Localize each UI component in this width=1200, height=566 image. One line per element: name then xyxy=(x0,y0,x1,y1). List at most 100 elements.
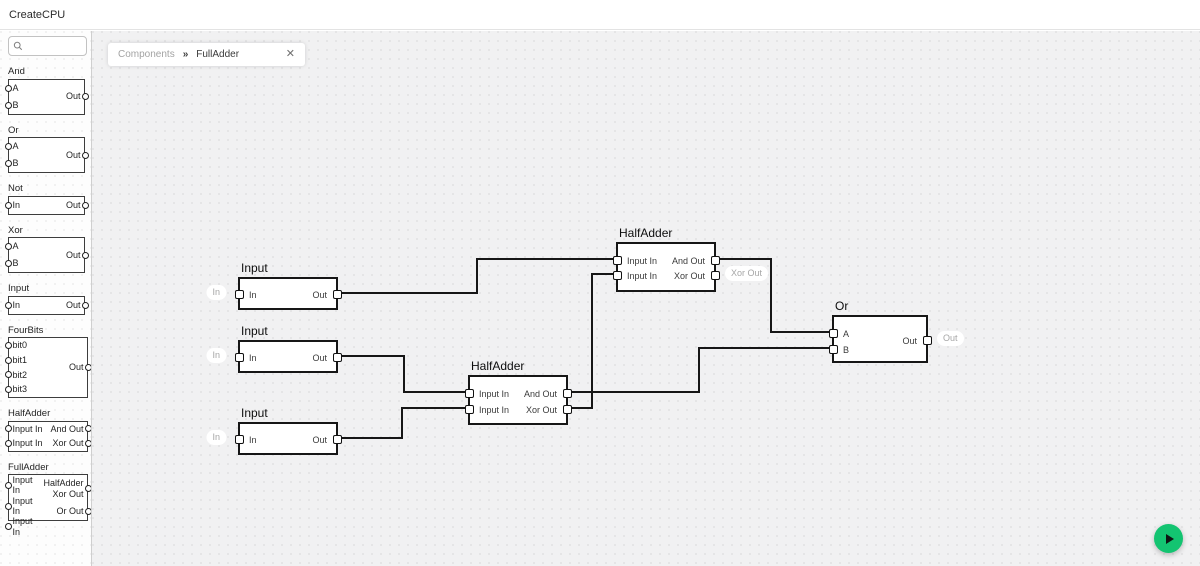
port-label: A xyxy=(843,328,850,339)
input-port[interactable] xyxy=(4,143,12,150)
output-port[interactable] xyxy=(562,389,572,398)
tab-title: FullAdder xyxy=(196,49,240,60)
output-port[interactable] xyxy=(710,271,720,280)
app-title: CreateCPU xyxy=(9,9,66,21)
port-label: bit0 xyxy=(12,340,28,351)
output-port[interactable] xyxy=(84,364,91,371)
port-label: B xyxy=(12,99,19,110)
wire[interactable] xyxy=(338,355,468,393)
input-port[interactable] xyxy=(612,271,622,280)
port-label: Input In xyxy=(12,516,33,537)
input-port[interactable] xyxy=(4,523,12,531)
output-port[interactable] xyxy=(332,290,342,299)
chevron-right-icon: » xyxy=(182,49,189,60)
port-label: Input In xyxy=(627,255,658,266)
search-input[interactable] xyxy=(23,39,82,53)
output-port[interactable] xyxy=(81,201,89,209)
input-port[interactable] xyxy=(4,356,12,364)
port-label: A xyxy=(12,241,19,252)
external-pin-label: In xyxy=(206,348,226,363)
wire[interactable] xyxy=(568,273,616,409)
breadcrumb-components[interactable]: Components xyxy=(118,49,175,60)
port-label: Out xyxy=(902,335,917,346)
output-port[interactable] xyxy=(332,435,342,444)
input-port[interactable] xyxy=(234,435,244,444)
input-port[interactable] xyxy=(464,405,474,414)
input-port[interactable] xyxy=(4,481,12,489)
output-port[interactable] xyxy=(562,405,572,414)
input-port[interactable] xyxy=(828,329,838,338)
input-port[interactable] xyxy=(4,301,12,309)
palette-item-title: FourBits xyxy=(8,324,44,336)
port-label: Out xyxy=(65,91,81,102)
palette-item-title: Xor xyxy=(8,224,23,236)
input-port[interactable] xyxy=(4,371,12,379)
input-port[interactable] xyxy=(828,345,838,354)
port-label: bit2 xyxy=(12,369,28,380)
search-box[interactable] xyxy=(8,36,87,56)
tab-close-icon[interactable]: ✕ xyxy=(285,48,295,60)
port-label: Input In xyxy=(12,475,33,496)
input-port[interactable] xyxy=(4,386,12,394)
port-label: A xyxy=(12,82,19,93)
port-label: bit1 xyxy=(12,354,28,365)
palette-item-title: FullAdder xyxy=(8,461,49,473)
port-label: And Out xyxy=(523,388,557,399)
output-port[interactable] xyxy=(922,336,932,345)
port-label: Xor Out xyxy=(525,404,557,415)
output-port[interactable] xyxy=(81,301,89,309)
input-port[interactable] xyxy=(4,201,12,209)
input-port[interactable] xyxy=(4,341,12,349)
tab-fulladder[interactable]: Components » FullAdder ✕ xyxy=(108,43,305,66)
output-port[interactable] xyxy=(84,507,91,515)
output-port[interactable] xyxy=(84,439,91,447)
port-label: Input In xyxy=(479,404,510,415)
node-title: Or xyxy=(835,299,849,313)
wire[interactable] xyxy=(568,347,832,393)
input-port[interactable] xyxy=(4,425,12,433)
node-title: HalfAdder xyxy=(619,226,673,240)
input-port[interactable] xyxy=(4,502,12,510)
output-port[interactable] xyxy=(81,93,89,100)
port-label: B xyxy=(12,158,19,169)
input-port[interactable] xyxy=(234,290,244,299)
port-label: Out xyxy=(65,199,81,210)
input-port[interactable] xyxy=(4,101,12,109)
input-port[interactable] xyxy=(4,439,12,447)
input-port[interactable] xyxy=(4,243,12,250)
wire[interactable] xyxy=(716,258,832,333)
wire[interactable] xyxy=(338,407,468,439)
port-label: Out xyxy=(65,299,81,310)
input-port[interactable] xyxy=(4,84,12,92)
output-port[interactable] xyxy=(84,425,91,433)
input-port[interactable] xyxy=(4,260,12,267)
run-button[interactable] xyxy=(1154,524,1183,553)
output-port[interactable] xyxy=(84,485,91,493)
output-port[interactable] xyxy=(332,353,342,362)
output-port[interactable] xyxy=(81,151,89,159)
output-port[interactable] xyxy=(81,251,89,259)
input-port[interactable] xyxy=(464,389,474,398)
input-port[interactable] xyxy=(4,160,12,167)
node-title: Input xyxy=(241,261,268,275)
input-port[interactable] xyxy=(234,353,244,362)
wire[interactable] xyxy=(338,258,616,294)
input-port[interactable] xyxy=(612,256,622,265)
palette-item-title: And xyxy=(8,66,25,77)
output-port[interactable] xyxy=(710,256,720,265)
